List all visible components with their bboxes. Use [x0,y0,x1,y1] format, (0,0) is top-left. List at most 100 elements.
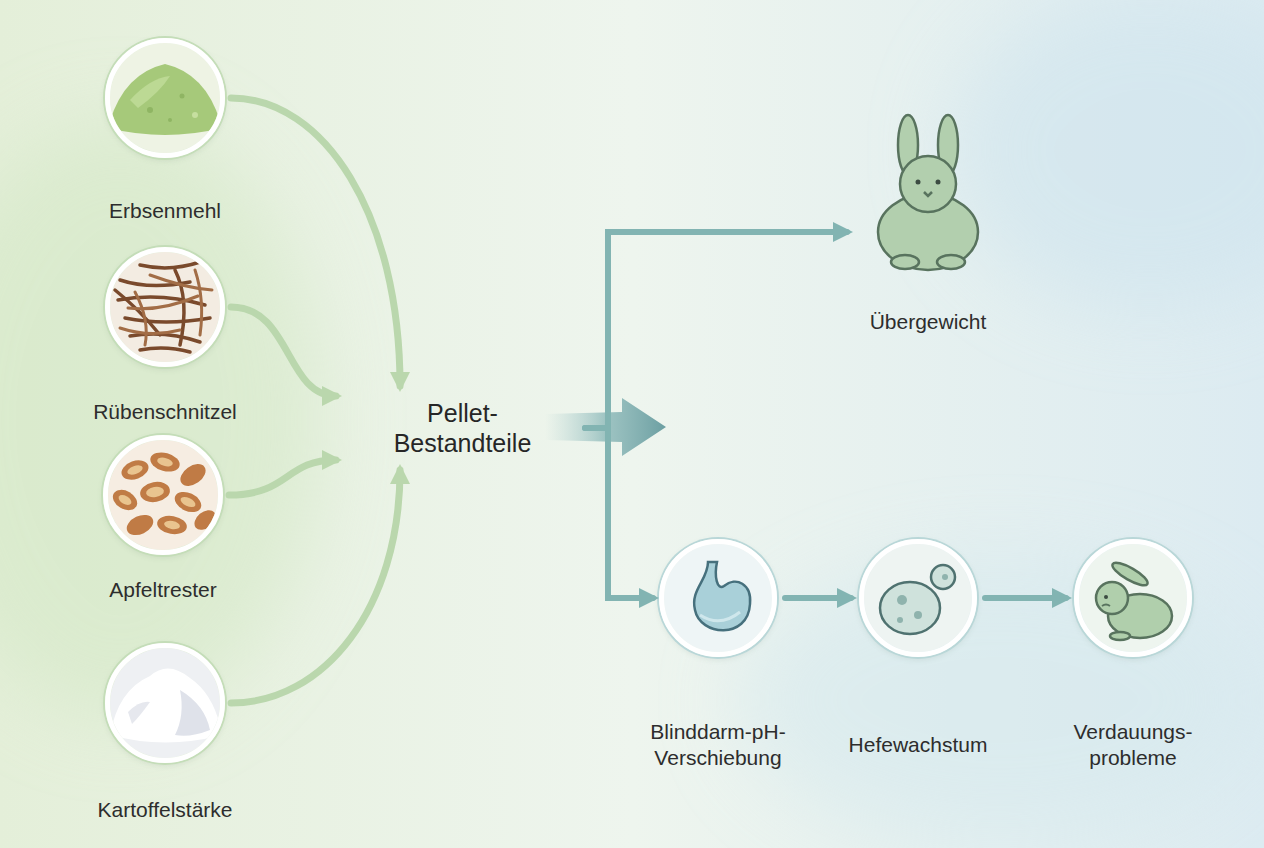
illustration-part [891,255,919,269]
illustration-part [138,480,171,505]
beet-pulp-illustration [109,251,221,363]
overweight-rabbit-illustration [878,115,978,270]
illustration-part [191,506,220,534]
illustration-part [880,582,940,634]
circle-outline [105,247,225,367]
node-label: Verdauungs- probleme [1048,717,1218,773]
connector-arrow [585,428,653,598]
illustration-part [140,262,200,268]
illustration-part [124,511,157,539]
illustration-part [1102,605,1110,607]
circle-outline [659,539,777,657]
circle-outline [105,643,225,763]
illustration-part [115,262,210,352]
illustration-part [1079,544,1187,652]
connector-arrow [231,470,400,703]
illustration-part [175,270,184,345]
illustration-part [864,544,972,652]
illustration-part [126,464,144,477]
illustration-part [694,562,750,630]
illustration-part [179,495,197,509]
illustration-part [916,180,921,185]
apple-pomace-illustration [107,439,219,551]
illustration-part [130,334,200,342]
connector-arrow [785,595,851,601]
illustration-part [145,486,164,499]
illustration-part [130,76,170,108]
illustration-part [119,457,151,483]
illustration-part [195,270,202,335]
icon-area [853,118,1003,268]
illustration-part [128,702,150,724]
circle-outline [105,38,225,158]
illustration-part [0,120,320,720]
node-label: Rübenschnitzel [75,399,255,425]
illustration-part [950,0,1264,310]
effect-circle: Blinddarm-pH- Verschiebung [633,539,803,773]
ingredient-circle: Erbsenmehl [75,38,255,224]
illustration-part [109,449,219,539]
branch-arrow [545,398,666,456]
connector-arrow [231,307,336,396]
illustration-part [148,449,182,474]
illustration-part [664,544,772,652]
node-label: Erbsenmehl [75,198,255,224]
node-label: Hefewachstum [833,717,1003,773]
node-label: Blinddarm-pH- Verschiebung [633,717,803,773]
connector-arrow [231,98,400,386]
effect-circle: Hefewachstum [833,539,1003,773]
pea-flour-illustration [108,42,222,154]
illustration-part [924,192,932,196]
illustration-part [156,514,189,537]
illustration-part [150,275,212,290]
illustration-part [897,617,903,623]
illustration-part [109,486,141,515]
illustration-part [900,156,956,212]
illustration-part [176,460,209,491]
illustration-part [140,348,190,352]
illustration-part [120,270,212,345]
illustration-part [937,255,965,269]
illustration-part [135,292,146,345]
node-label: Übergewicht [848,309,1008,335]
illustration-part [117,493,133,507]
illustration-part [1110,632,1130,640]
connector-arrow [585,232,847,428]
node-label: Kartoffelstärke [75,797,255,823]
illustration-part [156,456,174,468]
illustration-part [700,612,740,621]
circle-outline [1074,539,1192,657]
illustration-part [942,574,948,580]
central-label: Pellet- Bestandteile [378,398,548,458]
illustration-part [172,488,205,516]
illustration-part [125,318,210,322]
illustration-part [109,42,221,154]
ingredient-circle: Apfeltrester [73,435,253,603]
effect-circle: Verdauungs- probleme [1048,539,1218,773]
illustration-part [109,647,221,759]
connector-arrow [985,595,1066,601]
illustration-part [936,180,941,185]
connector-arrow [229,460,336,495]
circle-outline [859,539,977,657]
illustration-part [1104,595,1108,599]
illustration-part [109,251,221,363]
illustration-part [110,668,222,742]
illustration-part [192,112,198,118]
node-label: Apfeltrester [73,577,253,603]
illustration-part [931,565,955,589]
ingredient-circle: Rübenschnitzel [75,247,255,425]
potato-starch-illustration [109,647,222,759]
illustration-part [897,595,907,605]
stomach-illustration [664,544,772,652]
illustration-part [107,439,219,551]
illustration-part [1096,582,1128,614]
yeast-illustration [864,544,972,652]
central-label-node: Pellet- Bestandteile [340,390,585,466]
illustration-part [163,520,180,531]
icon-node: Übergewicht [848,118,1008,335]
illustration-part [175,690,210,736]
illustration-part [120,328,180,334]
